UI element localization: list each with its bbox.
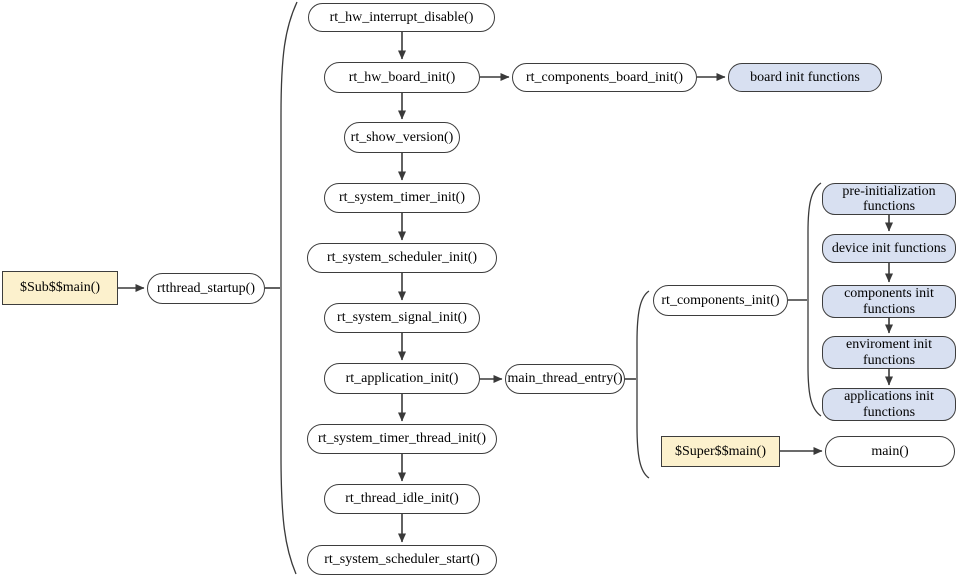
node-main-thread-entry: main_thread_entry() <box>505 364 625 394</box>
brace-rt-components-init <box>807 182 822 417</box>
node-rt-components-board-init: rt_components_board_init() <box>512 63 697 92</box>
node-main: main() <box>825 436 955 467</box>
node-sub-main: $Sub$$main() <box>2 271 118 305</box>
node-rt-system-timer-thread-init: rt_system_timer_thread_init() <box>307 424 497 454</box>
node-rtthread-startup: rtthread_startup() <box>147 273 265 304</box>
node-rt-thread-idle-init: rt_thread_idle_init() <box>324 484 480 514</box>
node-device-init-functions: device init functions <box>822 234 956 263</box>
node-rt-hw-board-init: rt_hw_board_init() <box>324 62 480 93</box>
node-components-init-functions: components init functions <box>822 285 956 318</box>
node-rt-system-scheduler-init: rt_system_scheduler_init() <box>307 243 497 273</box>
node-pre-initialization-functions: pre-initialization functions <box>822 183 956 215</box>
node-applications-init-functions: applications init functions <box>822 388 956 421</box>
node-board-init-functions: board init functions <box>728 63 882 92</box>
node-rt-application-init: rt_application_init() <box>324 363 480 394</box>
node-rt-system-timer-init: rt_system_timer_init() <box>324 183 480 213</box>
node-rt-hw-interrupt-disable: rt_hw_interrupt_disable() <box>308 3 495 32</box>
node-rt-system-scheduler-start: rt_system_scheduler_start() <box>307 545 497 575</box>
node-rt-components-init: rt_components_init() <box>653 285 788 316</box>
brace-main-thread-entry <box>636 290 650 479</box>
node-super-main: $Super$$main() <box>661 436 780 467</box>
node-rt-show-version: rt_show_version() <box>344 122 460 153</box>
brace-rtthread-startup <box>280 1 298 575</box>
node-rt-system-signal-init: rt_system_signal_init() <box>324 303 480 333</box>
node-enviroment-init-functions: enviroment init functions <box>822 336 956 369</box>
